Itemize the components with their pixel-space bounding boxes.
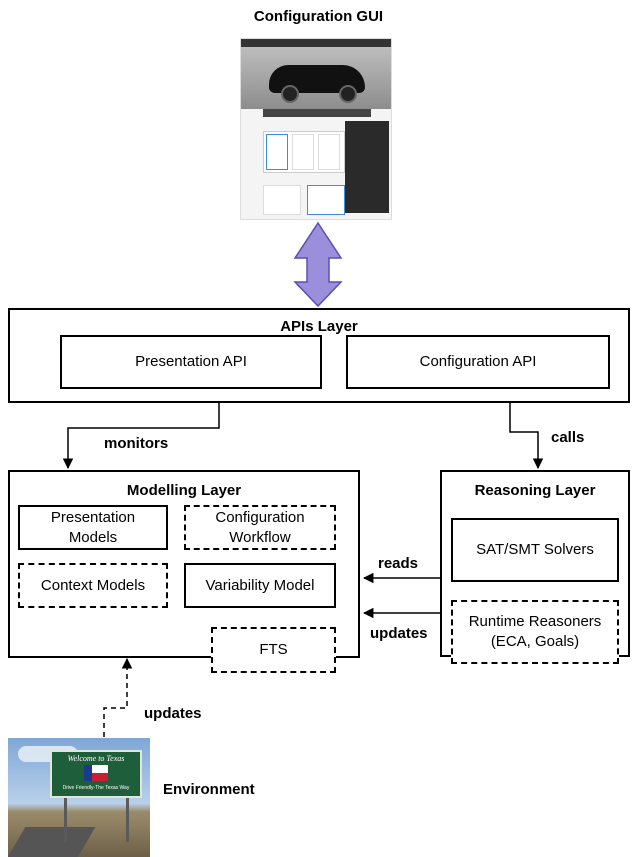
sat-smt-solvers-label: SAT/SMT Solvers (476, 541, 594, 558)
diagram-title: Configuration GUI (253, 8, 384, 25)
gui-drive-card (263, 185, 301, 215)
presentation-models-label: Presentation Models (50, 508, 136, 546)
configuration-gui-screenshot (240, 38, 392, 220)
monitors-label: monitors (104, 435, 169, 452)
texas-flag-icon (84, 765, 108, 781)
presentation-api-box: Presentation API (60, 335, 322, 389)
gui-option-card (318, 134, 340, 170)
environment-label: Environment (163, 781, 255, 798)
calls-label: calls (551, 429, 585, 446)
monitors-arrow (62, 403, 220, 470)
environment-updates-label: updates (144, 705, 202, 722)
gui-option-card-selected (266, 134, 288, 170)
double-arrow-icon (293, 221, 343, 308)
reasoning-layer-title: Reasoning Layer (474, 482, 596, 499)
runtime-reasoners-label: Runtime Reasoners (ECA, Goals) (468, 613, 602, 650)
calls-arrow (509, 403, 544, 470)
sign-welcome-text: Welcome to Texas (67, 754, 125, 763)
sign-drive-text: Drive Friendly-The Texas Way (62, 785, 130, 791)
car-wheel-front (281, 85, 299, 103)
fts-box: FTS (211, 627, 336, 673)
modelling-layer-title: Modelling Layer (126, 482, 242, 499)
reads-label: reads (378, 555, 419, 572)
context-models-label: Context Models (40, 576, 146, 594)
environment-photo: Welcome to Texas Drive Friendly-The Texa… (8, 738, 150, 857)
variability-model-box: Variability Model (184, 563, 336, 608)
configuration-workflow-box: Configuration Workflow (184, 505, 336, 550)
runtime-reasoners-box: Runtime Reasoners (ECA, Goals) (451, 600, 619, 664)
updates-label: updates (370, 625, 428, 642)
variability-model-label: Variability Model (205, 576, 315, 594)
environment-updates-arrow (103, 657, 133, 737)
configuration-api-label: Configuration API (419, 353, 537, 370)
context-models-box: Context Models (18, 563, 168, 608)
gui-options-panel (263, 131, 345, 173)
sign-post-left (64, 794, 67, 842)
car-wheel-rear (339, 85, 357, 103)
configuration-workflow-label: Configuration Workflow (215, 508, 305, 546)
gui-drive-card-selected (307, 185, 345, 215)
gui-nav-bar (241, 39, 391, 47)
gui-car-hero-image (241, 47, 391, 109)
texas-sign: Welcome to Texas Drive Friendly-The Texa… (50, 750, 142, 798)
configuration-api-box: Configuration API (346, 335, 610, 389)
presentation-models-box: Presentation Models (18, 505, 168, 550)
fts-label: FTS (259, 641, 288, 658)
sign-post-right (126, 794, 129, 842)
gui-option-card (292, 134, 314, 170)
road-shape (8, 827, 96, 857)
gui-thumbnail-strip (263, 109, 371, 117)
presentation-api-label: Presentation API (135, 353, 247, 370)
sat-smt-solvers-box: SAT/SMT Solvers (451, 518, 619, 582)
gui-price-summary (345, 121, 389, 213)
apis-layer-title: APIs Layer (280, 318, 358, 335)
